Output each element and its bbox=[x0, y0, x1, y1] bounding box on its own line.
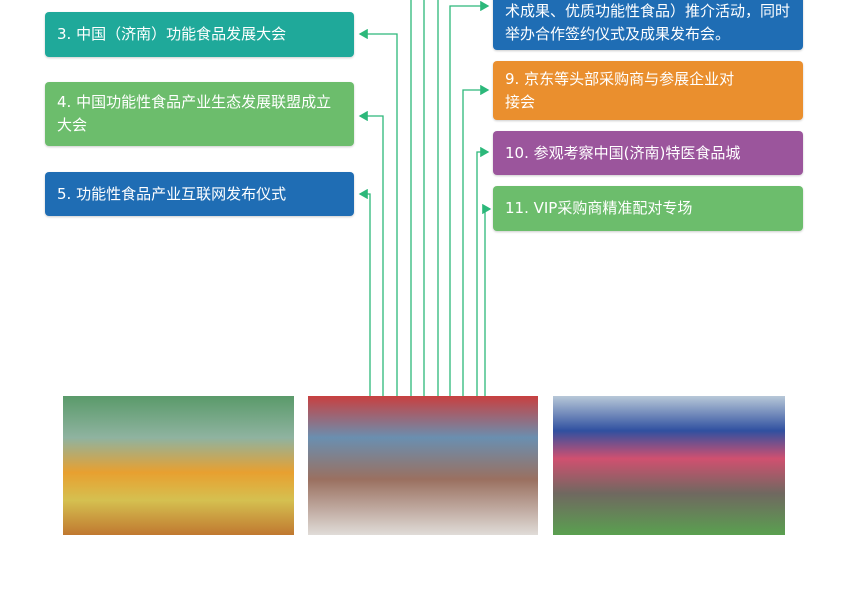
photo-exhibition-hall bbox=[553, 396, 785, 535]
agenda-label: 10. 参观考察中国(济南)特医食品城 bbox=[505, 143, 741, 162]
agenda-item-8: 术成果、优质功能性食品）推介活动，同时举办合作签约仪式及成果发布会。 bbox=[493, 0, 803, 50]
agenda-item-3: 3. 中国（济南）功能食品发展大会 bbox=[45, 12, 354, 57]
agenda-label: 术成果、优质功能性食品）推介活动，同时举办合作签约仪式及成果发布会。 bbox=[505, 2, 791, 43]
agenda-item-5: 5. 功能性食品产业互联网发布仪式 bbox=[45, 172, 354, 216]
photo-beverage-display bbox=[63, 396, 294, 535]
photo-exhibition-crowd bbox=[308, 396, 538, 535]
agenda-label: 3. 中国（济南）功能食品发展大会 bbox=[57, 25, 287, 43]
agenda-label: 4. 中国功能性食品产业生态发展联盟成立大会 bbox=[57, 93, 332, 134]
agenda-label: 11. VIP采购商精准配对专场 bbox=[505, 199, 693, 217]
agenda-label: 9. 京东等头部采购商与参展企业对接会 bbox=[505, 69, 735, 111]
agenda-label: 5. 功能性食品产业互联网发布仪式 bbox=[57, 184, 287, 203]
agenda-item-4: 4. 中国功能性食品产业生态发展联盟成立大会 bbox=[45, 82, 354, 146]
agenda-item-9: 9. 京东等头部采购商与参展企业对接会 bbox=[493, 61, 803, 120]
agenda-item-10: 10. 参观考察中国(济南)特医食品城 bbox=[493, 131, 803, 175]
agenda-item-11: 11. VIP采购商精准配对专场 bbox=[493, 186, 803, 231]
